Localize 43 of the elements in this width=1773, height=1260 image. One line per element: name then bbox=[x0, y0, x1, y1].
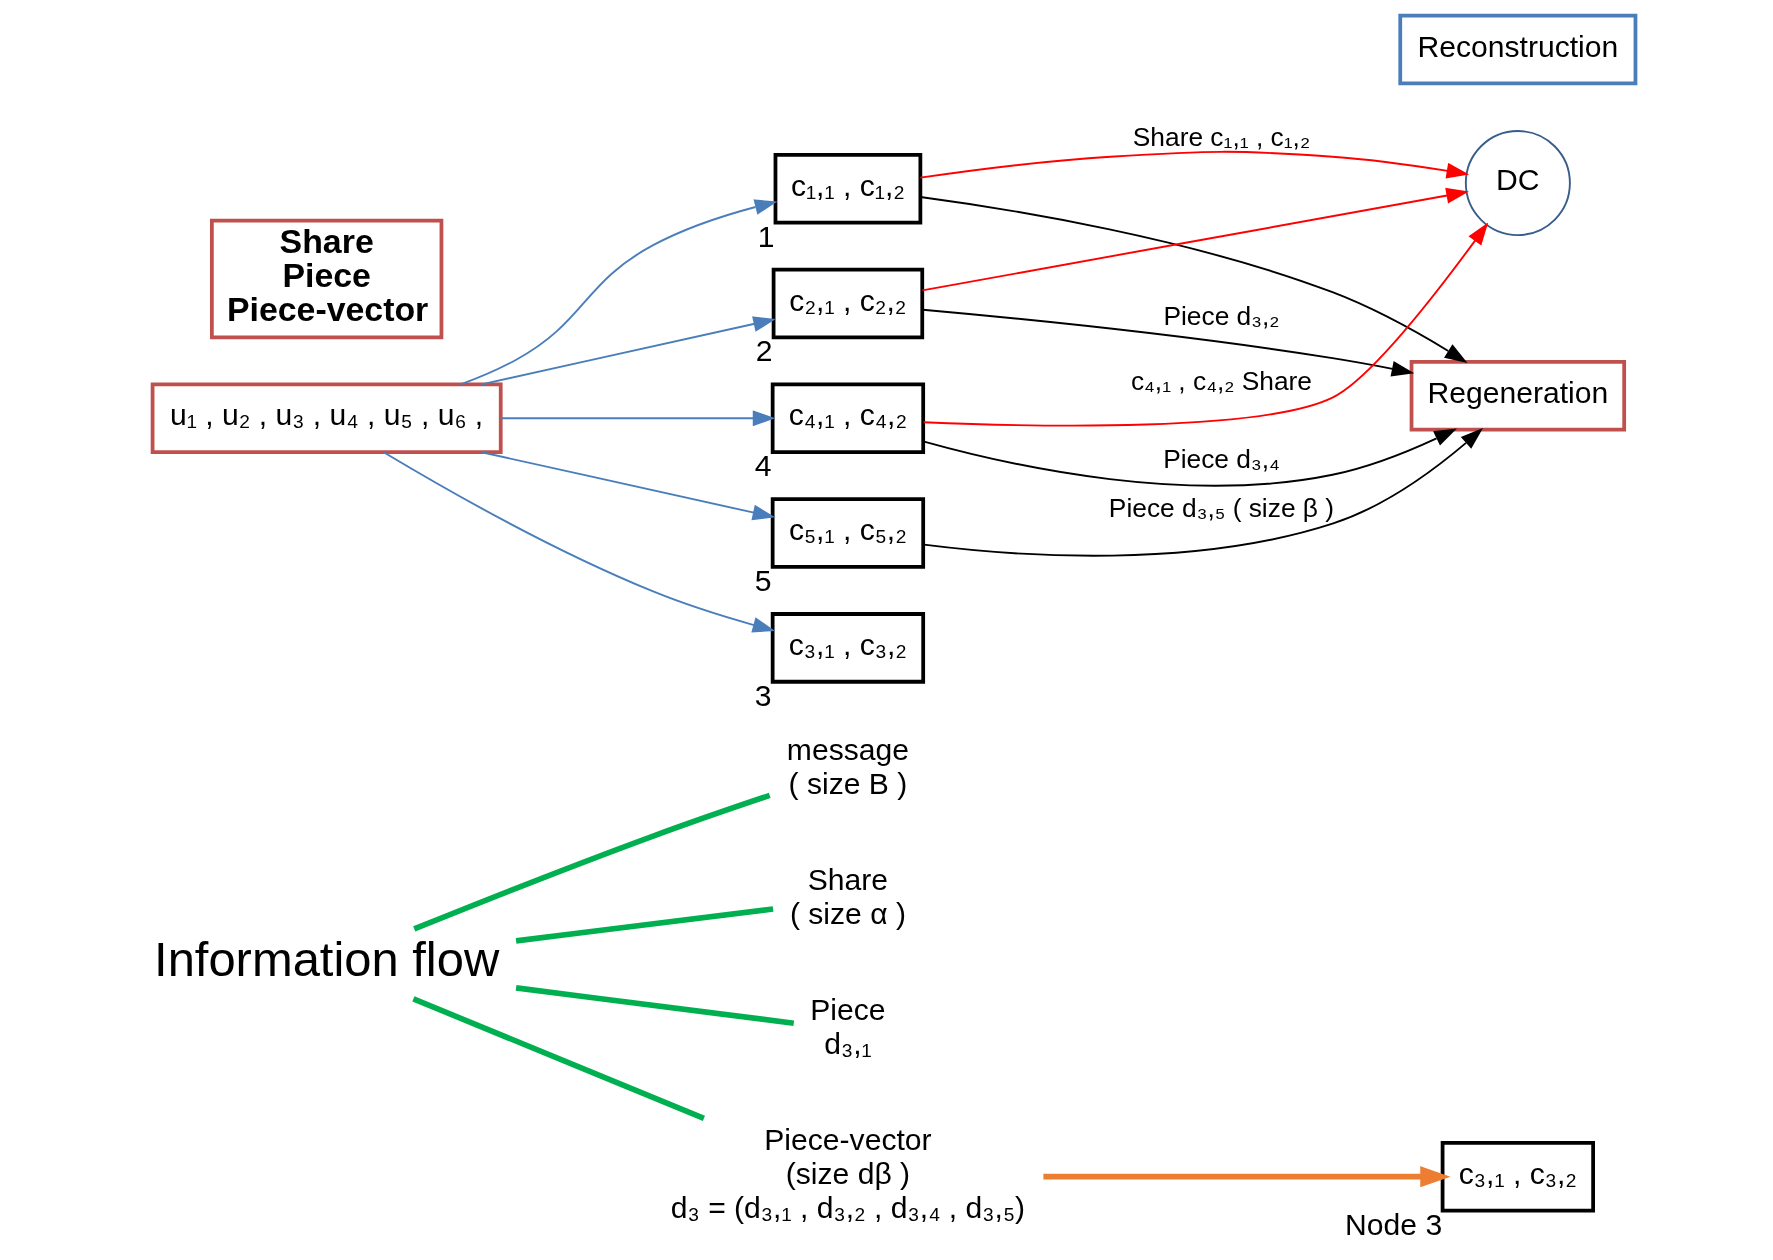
node-text: message ( size B ) bbox=[786, 733, 909, 801]
edge-label: c₄,₁ , c₄,₂ Share bbox=[1130, 366, 1313, 397]
connector bbox=[515, 906, 774, 944]
arrow bbox=[480, 316, 776, 386]
node-label: 2 bbox=[755, 334, 773, 368]
node-box: c₂,₁ , c₂,₂ bbox=[771, 267, 925, 340]
arrow bbox=[1043, 1166, 1451, 1188]
arrow bbox=[921, 187, 1469, 292]
edge-label: Share c₁,₁ , c₁,₂ bbox=[1132, 121, 1311, 152]
edge-label: Piece d₃,₅ ( size β ) bbox=[1108, 492, 1335, 523]
arrow bbox=[922, 222, 1489, 427]
arrow bbox=[382, 451, 776, 633]
connector bbox=[515, 985, 795, 1027]
edge-label: Piece d₃,₄ bbox=[1163, 443, 1280, 474]
node-box: u₁ , u₂ , u₃ , u₄ , u₅ , u₆ , bbox=[150, 382, 503, 455]
arrow bbox=[923, 428, 1484, 557]
node-box: c₃,₁ , c₃,₂ bbox=[770, 612, 926, 684]
node-text: Piece-vector (size dβ ) d₃ = (d₃,₁ , d₃,₂ , d₃,₄ , d₃,₅) bbox=[670, 1122, 1026, 1224]
connector bbox=[412, 996, 705, 1121]
node-label: 4 bbox=[754, 449, 772, 483]
node-label: 1 bbox=[757, 219, 775, 253]
arrow bbox=[499, 410, 776, 427]
node-text: Information flow bbox=[154, 931, 500, 986]
node-label: Node 3 bbox=[1345, 1207, 1443, 1241]
arrow bbox=[919, 196, 1468, 363]
arrow bbox=[919, 150, 1470, 179]
node-box: c₃,₁ , c₃,₂ bbox=[1440, 1140, 1595, 1213]
node-text: Piece d₃,₁ bbox=[810, 993, 886, 1060]
edge-label: Piece d₃,₂ bbox=[1163, 300, 1280, 331]
node-box: c₁,₁ , c₁,₂ bbox=[773, 152, 923, 225]
node-circle: DC bbox=[1464, 130, 1571, 237]
node-box: c₄,₁ , c₄,₂ bbox=[770, 382, 926, 455]
arrow bbox=[921, 308, 1415, 377]
node-label: 5 bbox=[754, 564, 772, 598]
node-label: 3 bbox=[754, 678, 772, 712]
connector bbox=[413, 792, 771, 932]
node-box: Reconstruction bbox=[1398, 13, 1638, 86]
node-box: Regeneration bbox=[1409, 359, 1627, 432]
node-box: c₅,₁ , c₅,₂ bbox=[770, 497, 926, 569]
arrow bbox=[922, 428, 1457, 487]
arrow bbox=[480, 451, 776, 521]
arrow bbox=[459, 199, 778, 386]
node-text: Share ( size α ) bbox=[789, 863, 906, 931]
